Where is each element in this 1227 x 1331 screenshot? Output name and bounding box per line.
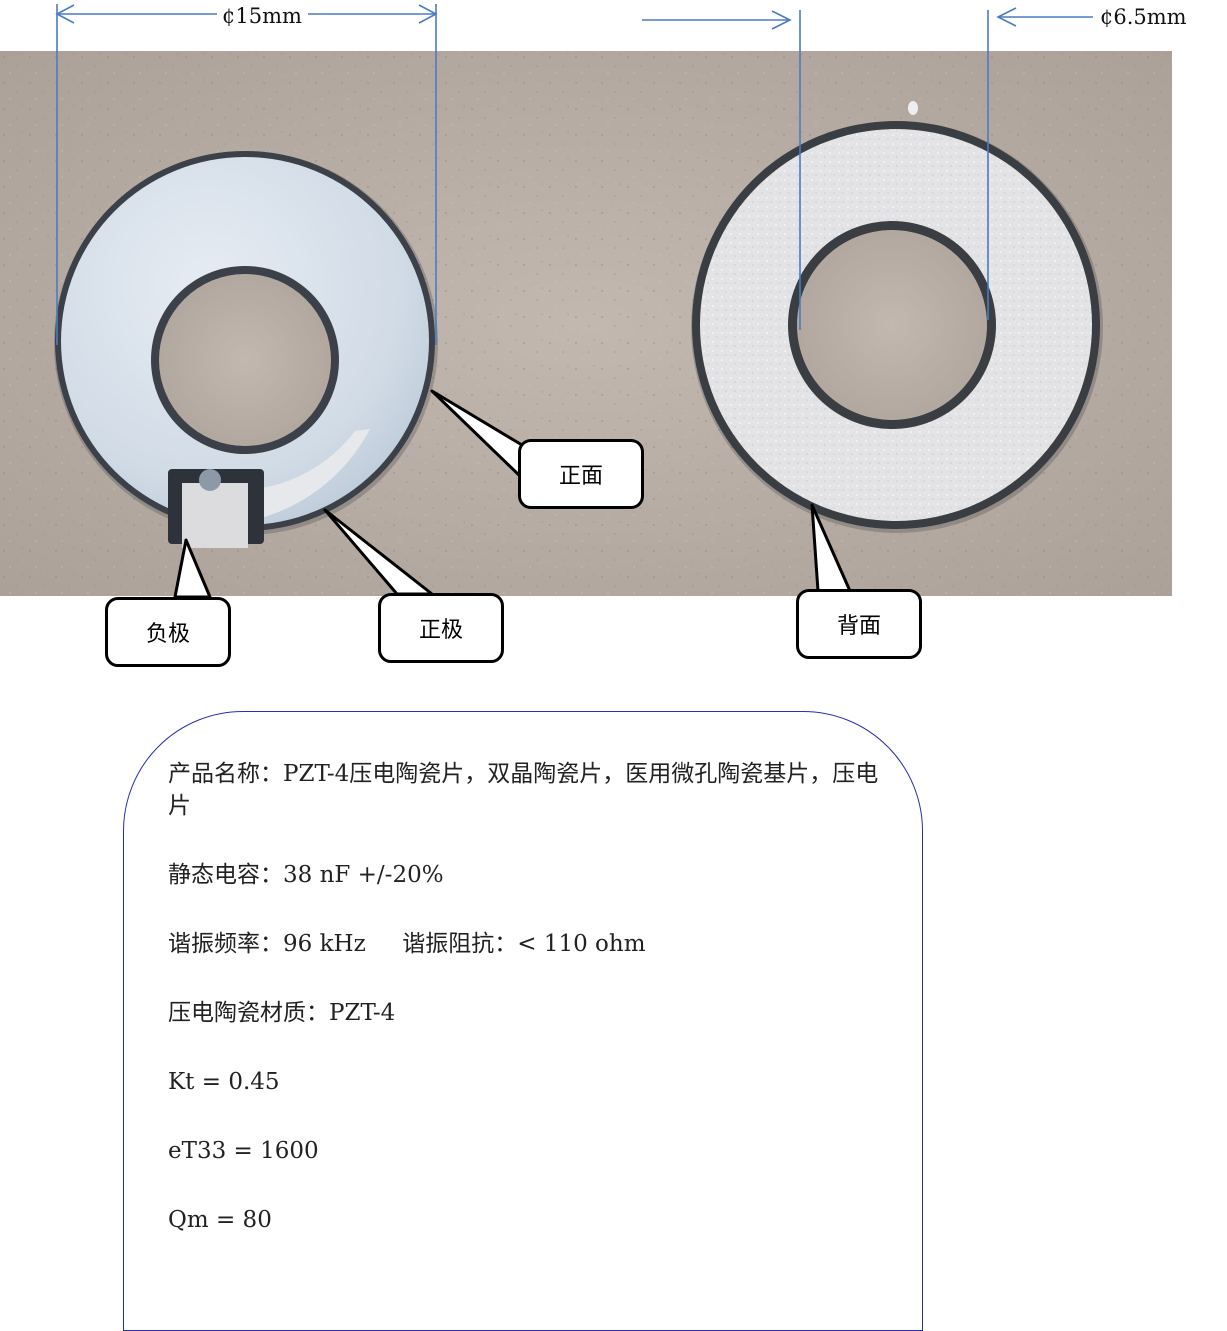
kt-spec: Kt = 0.45 (168, 1069, 280, 1095)
spec-info-text: 产品名称：PZT-4压电陶瓷片，双晶陶瓷片，医用微孔陶瓷基片，压电片 静态电容：… (168, 758, 888, 1273)
front-ring (54, 151, 438, 548)
qm-spec: Qm = 80 (168, 1207, 272, 1233)
callout-negative-pole: 负极 (105, 597, 231, 667)
product-photo (0, 51, 1172, 596)
resonance-spec: 谐振频率：96 kHz 谐振阻抗：< 110 ohm (168, 931, 646, 957)
callout-front-face: 正面 (518, 439, 644, 509)
product-name: 产品名称：PZT-4压电陶瓷片，双晶陶瓷片，医用微孔陶瓷基片，压电片 (168, 761, 879, 819)
back-ring (691, 101, 1103, 533)
outer-diameter-label: ¢15mm (218, 3, 306, 29)
callout-back-face: 背面 (796, 589, 922, 659)
material-spec: 压电陶瓷材质：PZT-4 (168, 1000, 396, 1026)
static-capacitance: 静态电容：38 nF +/-20% (168, 862, 444, 888)
et33-spec: eT33 = 1600 (168, 1138, 319, 1164)
callout-positive-pole: 正极 (378, 593, 504, 663)
inner-diameter-label: ¢6.5mm (1096, 4, 1191, 30)
